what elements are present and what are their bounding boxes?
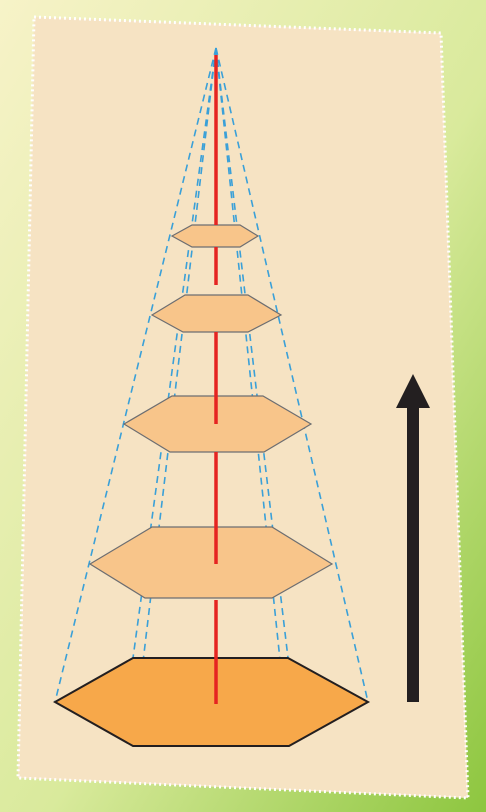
cross-section-2	[150, 294, 283, 333]
lateral-edge	[215, 47, 289, 659]
lateral-edge	[132, 47, 217, 659]
arrow-up-icon	[396, 374, 430, 702]
lateral-edge	[54, 47, 217, 703]
pyramid-base	[52, 657, 371, 747]
arrow-head	[396, 374, 430, 408]
lateral-edge	[215, 47, 369, 703]
cross-section-1	[170, 224, 260, 248]
arrow-shaft	[407, 404, 419, 702]
cross-section-4	[88, 526, 334, 599]
